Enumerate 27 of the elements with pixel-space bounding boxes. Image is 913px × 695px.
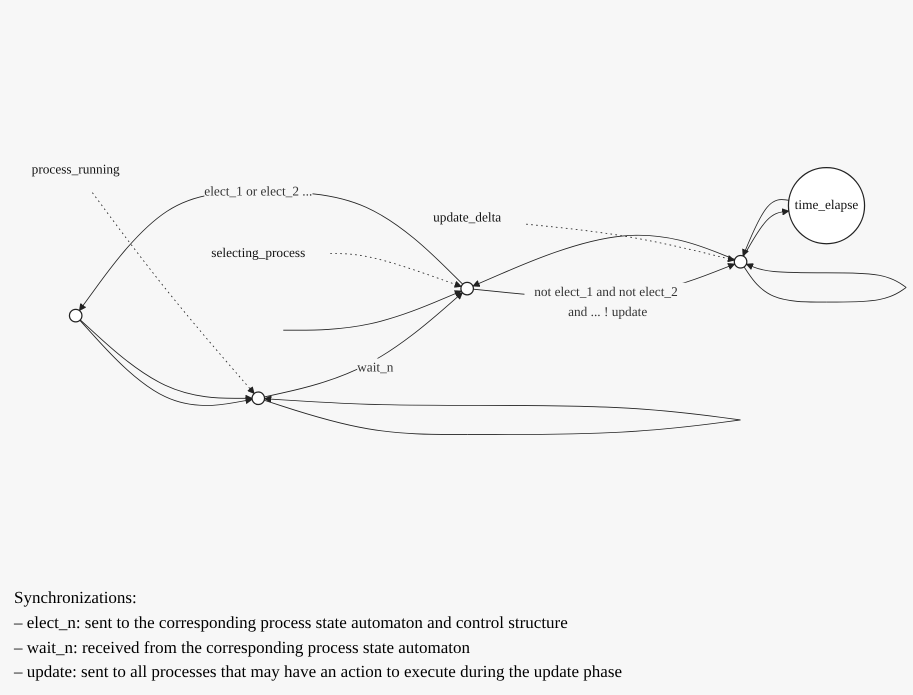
- arrow: [79, 192, 464, 312]
- state-diagram: wait_n elect_1 or elect_2 ... not elect_1 and not elect_2 and ... ! update time_elapse process_running selecting_process update_delta: [0, 141, 913, 442]
- arrow: [526, 224, 735, 262]
- edge-label: elect_1 or elect_2 ...: [204, 184, 312, 199]
- node-circle: [251, 392, 266, 406]
- node-circle: [734, 254, 748, 269]
- node-circle: [460, 282, 474, 296]
- arrow: [264, 396, 741, 436]
- edge-label: not elect_1 and not elect_2 and ... ! update: [534, 285, 678, 320]
- arrow: [330, 253, 462, 288]
- node-circle: [68, 308, 83, 323]
- node-text: process_running: [32, 162, 120, 177]
- arrow: [742, 199, 790, 256]
- arrow: [282, 290, 462, 331]
- node-text: selecting_process: [211, 246, 306, 260]
- note-text: – elect_n: sent to the corresponding process state automaton and control structure: [14, 612, 568, 634]
- legend-heading: Synchronizations:: [14, 587, 137, 610]
- arrow: [92, 192, 255, 394]
- edge-label: wait_n: [357, 360, 394, 376]
- arrow: [744, 263, 907, 303]
- node-text: update_delta: [433, 210, 502, 225]
- node-circle: [788, 167, 866, 244]
- note-text: – wait_n: received from the corresponding process state automaton: [14, 636, 470, 659]
- arrow: [264, 292, 463, 398]
- note-text: – update: sent to all processes that may have an action to execute during the update phase: [14, 661, 622, 684]
- arrow: [743, 208, 790, 257]
- arrow: [472, 234, 736, 287]
